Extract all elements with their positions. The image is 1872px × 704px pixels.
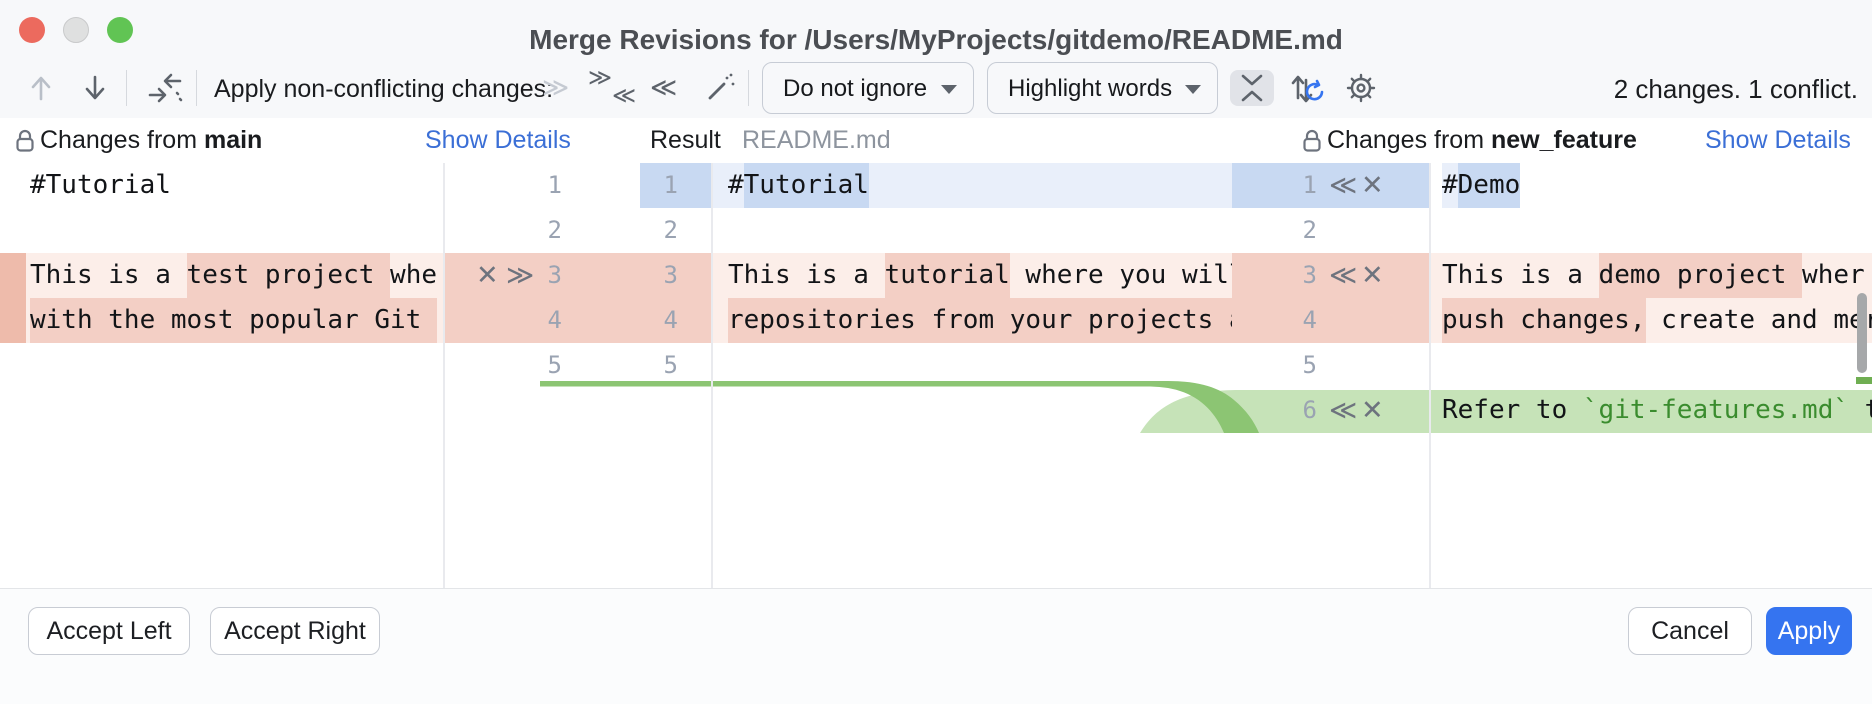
apply-right-change-icon[interactable]: ≪ [1329,260,1358,290]
apply-button[interactable]: Apply [1766,607,1852,655]
zoom-window-button[interactable] [107,17,133,43]
apply-non-conflicting-both-icon-part[interactable]: ≪ [612,82,637,108]
merge-editor-area: 1 2 3 4 5 1 2 3 4 5 1 2 3 4 5 6 ✕ ≫ ≪ ✕ … [0,163,1872,588]
apply-all-right-icon[interactable]: ≪ [650,72,678,102]
result-line-number: 4 [663,306,678,334]
result-line-number: 1 [663,171,678,199]
code-line: Refer to `git-features.md` t [1442,395,1872,425]
left-gutter-conflict-band [443,253,712,298]
highlight-mode-value: Highlight words [1008,75,1173,102]
left-pane-title: Changes from main [40,126,263,154]
magic-resolve-icon[interactable] [702,70,738,106]
result-line-number: 5 [663,351,678,379]
apply-right-change-icon[interactable]: ≪ [1329,170,1358,200]
left-line-number: 1 [547,171,562,199]
code-line: repositories from your projects a [728,298,1232,343]
apply-left-change-icon[interactable]: ≫ [506,260,535,290]
code-line: This is a test project whe [30,253,437,298]
result-filename: README.md [742,126,891,154]
right-line-number: 5 [1302,351,1317,379]
left-line-number: 5 [547,351,562,379]
apply-all-left-icon[interactable]: ≫ [542,72,570,102]
result-editor-pane[interactable]: #Tutorial This is a tutorial where you w… [712,163,1232,588]
insertion-stripe-mark [1856,377,1872,384]
result-line-number: 2 [663,216,678,244]
right-line-number: 4 [1302,306,1317,334]
accept-left-button[interactable]: Accept Left [28,607,190,655]
dialog-footer: Accept Left Accept Right Cancel Apply [0,588,1872,704]
left-line-number: 2 [547,216,562,244]
code-line: #Demo [1442,163,1521,208]
ignore-right-change-icon[interactable]: ✕ [1361,170,1384,200]
chevron-down-icon [1185,85,1201,94]
ignore-policy-dropdown[interactable]: Do not ignore [762,62,974,114]
apply-right-change-icon[interactable]: ≪ [1329,395,1358,425]
insertion-connector-line [540,381,1290,433]
apply-non-conflicting-label: Apply non-conflicting changes: [214,75,554,103]
left-editor-pane[interactable]: #Tutorial This is a test project whe wit… [0,163,443,588]
next-change-icon[interactable] [80,72,110,104]
close-window-button[interactable] [19,17,45,43]
right-line-number: 2 [1302,216,1317,244]
left-conflict-stripe [0,253,26,343]
toolbar-separator [748,70,749,106]
pane-separator [443,163,445,588]
lock-icon [14,128,36,154]
collapse-unchanged-toggle[interactable] [1230,70,1274,106]
apply-all-non-conflicting-icon[interactable] [144,70,184,106]
right-line-number: 3 [1302,261,1317,289]
cancel-button[interactable]: Cancel [1628,607,1752,655]
code-line: with the most popular Git [30,298,437,343]
right-gutter-conflict-band [1232,253,1430,298]
right-line-number: 1 [1302,171,1317,199]
apply-non-conflicting-both-icon[interactable]: ≫ [588,64,613,90]
pane-separator [711,163,713,588]
right-branch-name: new_feature [1490,126,1637,154]
insertion-band [1240,390,1872,433]
right-show-details-link[interactable]: Show Details [1705,126,1851,154]
gear-icon[interactable] [1344,71,1378,105]
right-pane-title: Changes from new_feature [1327,126,1637,154]
left-branch-name: main [203,126,263,154]
toolbar-separator [126,70,127,106]
code-line: This is a tutorial where you will [728,253,1232,298]
ignore-policy-value: Do not ignore [783,75,928,102]
left-gutter-conflict-band [443,298,712,343]
window-title: Merge Revisions for /Users/MyProjects/gi… [529,24,1343,55]
ignore-left-change-icon[interactable]: ✕ [476,260,499,290]
right-line1-gutter-band [1232,163,1430,208]
code-line: This is a demo project wher [1442,253,1865,298]
code-line: #Tutorial [30,170,171,200]
left-line-number: 3 [547,261,562,289]
minimize-window-button[interactable] [63,17,89,43]
pane-headers: Changes from main Show Details Result RE… [0,118,1872,163]
lock-icon [1301,128,1323,154]
chevron-down-icon [941,85,957,94]
synchronize-scrolling-icon[interactable] [1288,70,1326,108]
accept-right-button[interactable]: Accept Right [210,607,380,655]
code-line: #Tutorial [728,163,869,208]
left-line-number: 4 [547,306,562,334]
pane-separator [1429,163,1431,588]
previous-change-icon[interactable] [26,72,56,104]
right-editor-pane[interactable]: #Demo This is a demo project wher push c… [1430,163,1872,588]
vertical-scrollbar-thumb[interactable] [1857,293,1867,373]
ignore-right-change-icon[interactable]: ✕ [1361,260,1384,290]
changes-status-text: 2 changes. 1 conflict. [1613,74,1858,104]
left-show-details-link[interactable]: Show Details [425,126,571,154]
result-label: Result [650,126,721,154]
result-line-number: 3 [663,261,678,289]
result-line1-number-band [640,163,712,208]
code-line: push changes, create and mer [1442,298,1872,343]
toolbar-separator [196,70,197,106]
highlight-mode-dropdown[interactable]: Highlight words [987,62,1218,114]
ignore-right-change-icon[interactable]: ✕ [1361,395,1384,425]
window-chrome: Merge Revisions for /Users/MyProjects/gi… [0,0,1872,119]
right-line-number: 6 [1302,396,1317,424]
right-gutter-conflict-band [1232,298,1430,343]
